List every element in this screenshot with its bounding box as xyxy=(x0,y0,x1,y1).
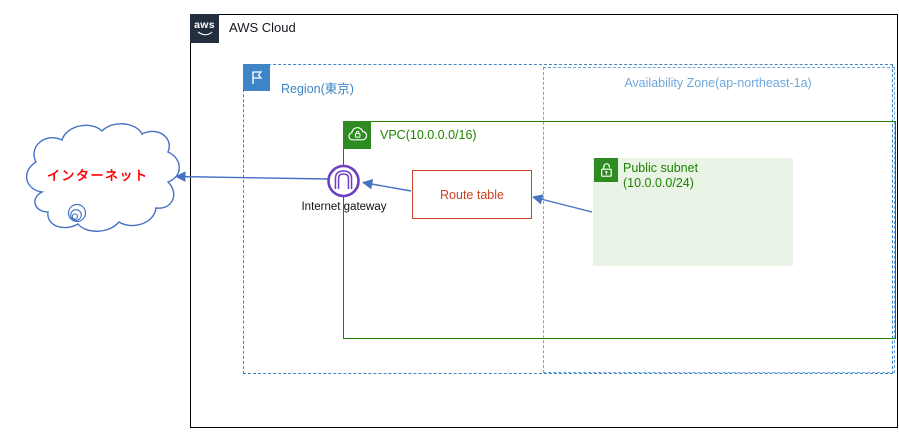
aws-logo-text: aws xyxy=(194,19,215,32)
aws-cloud-box xyxy=(190,14,898,428)
vpc-icon xyxy=(343,121,371,149)
region-box xyxy=(243,64,893,374)
public-subnet-lock-icon xyxy=(594,158,618,182)
availability-zone-label: Availability Zone(ap-northeast-1a) xyxy=(624,76,812,90)
region-label: Region(東京) xyxy=(281,82,354,96)
internet-gateway-label: Internet gateway xyxy=(301,201,387,213)
aws-cloud-label: AWS Cloud xyxy=(229,20,296,35)
availability-zone-box xyxy=(543,67,895,373)
open-lock-glyph xyxy=(600,162,612,177)
region-flag-icon xyxy=(243,64,270,91)
aws-smile-icon xyxy=(197,31,213,35)
arrow-route-table-to-igw xyxy=(361,178,412,192)
internet-cloud-label: インターネット xyxy=(47,168,149,183)
cloud-lock-glyph xyxy=(347,126,367,140)
route-table-label: Route table xyxy=(440,187,504,202)
route-table-box: Route table xyxy=(412,170,532,219)
public-subnet-label-line1: Public subnet xyxy=(623,161,699,175)
public-subnet-label-line2: (10.0.0.0/24) xyxy=(623,176,694,190)
aws-logo-icon: aws xyxy=(190,14,219,43)
public-subnet-label: Public subnet (10.0.0.0/24) xyxy=(623,161,698,191)
public-subnet-box xyxy=(593,158,793,266)
vpc-label: VPC(10.0.0.0/16) xyxy=(380,128,477,142)
arrow-igw-to-internet xyxy=(174,171,329,182)
flag-glyph xyxy=(252,71,263,84)
arrow-subnet-to-route-table xyxy=(531,194,593,213)
vpc-box xyxy=(343,121,896,339)
internet-gateway-icon xyxy=(327,164,360,198)
cloud-spiral-curl xyxy=(67,203,87,223)
internet-cloud-shape xyxy=(25,123,180,232)
